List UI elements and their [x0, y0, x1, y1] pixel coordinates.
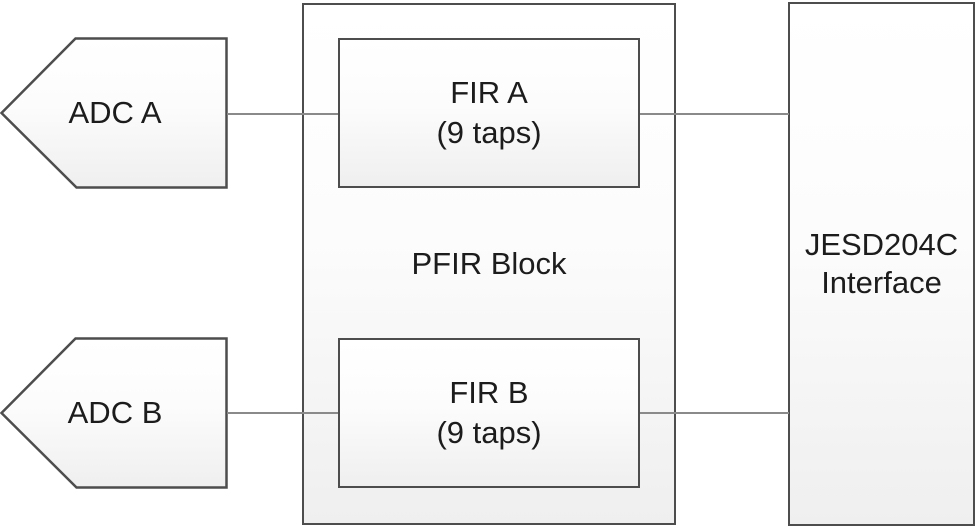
connector-adc-b-to-fir-b: [227, 412, 340, 414]
connector-fir-a-to-jesd: [639, 113, 789, 115]
fir-a-box: [338, 38, 640, 188]
connector-adc-a-to-fir-a: [227, 113, 340, 115]
left-arrow-shape-icon: [0, 37, 228, 189]
fir-b-box: [338, 338, 640, 488]
left-arrow-shape-icon: [0, 337, 228, 489]
jesd204c-interface-block: [788, 2, 975, 526]
adc-a-block: [0, 37, 230, 189]
adc-b-block: [0, 337, 230, 489]
connector-fir-b-to-jesd: [639, 412, 789, 414]
